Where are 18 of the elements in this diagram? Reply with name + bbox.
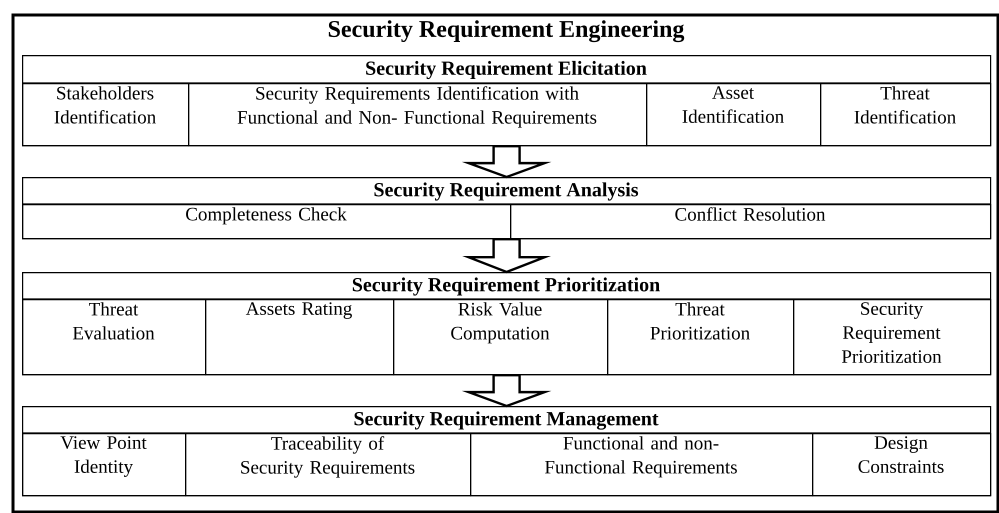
- table-cell: Stakeholders Identification: [22, 83, 190, 146]
- block-arrow: [462, 145, 552, 178]
- table-cell: Security Requirement Prioritization: [793, 299, 992, 376]
- table-cell: Conflict Resolution: [510, 204, 992, 240]
- block-arrow: [462, 238, 551, 274]
- table-cell: Threat Identification: [820, 83, 992, 146]
- table-cell: View Point Identity: [22, 433, 186, 496]
- table-cell: Design Constraints: [812, 433, 992, 496]
- block-arrow: [462, 374, 552, 408]
- table-cell: Asset Identification: [646, 83, 822, 146]
- table-cell: Functional and non- Functional Requirements: [470, 433, 814, 496]
- table-cell: Completeness Check: [22, 204, 512, 240]
- table-cell: Security Requirements Identification with Functional and Non- Functional Requirements: [188, 83, 648, 146]
- table-cell: Assets Rating: [205, 299, 394, 376]
- table-cell: Risk Value Computation: [393, 299, 608, 376]
- table-cell: Threat Evaluation: [22, 299, 206, 376]
- table-cell: Traceability of Security Requirements: [185, 433, 472, 496]
- table-cell: Threat Prioritization: [607, 299, 794, 376]
